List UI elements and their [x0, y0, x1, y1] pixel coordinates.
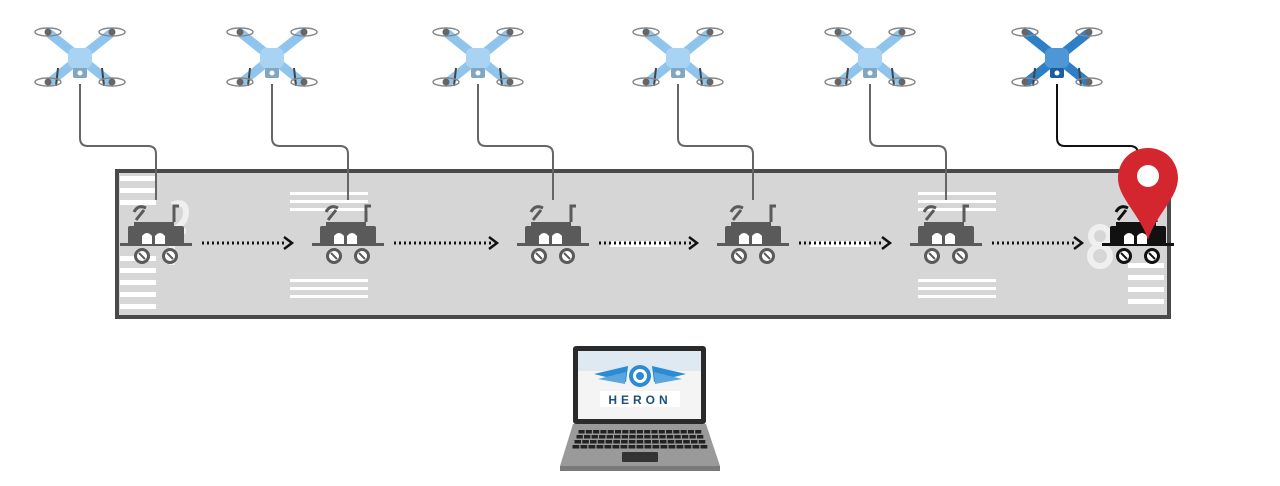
rover-robot-icon	[120, 204, 192, 264]
runway-threshold-right	[1128, 263, 1164, 304]
laptop-logo-text: HERON	[608, 393, 671, 407]
laptop-icon: HERON	[560, 346, 720, 471]
dotted-arrow-icon	[992, 236, 1085, 250]
drone-link-line	[869, 84, 947, 200]
rover-path-arrows	[202, 236, 1085, 250]
rover-robot-icon	[1102, 204, 1174, 264]
drone-link-line	[271, 84, 349, 200]
drone-link-line	[677, 84, 754, 200]
location-pin-icon	[1118, 148, 1178, 240]
quadcopter-drone-icon	[226, 27, 318, 87]
rover-robot-icon	[717, 204, 789, 264]
rover-robot-icon	[312, 204, 384, 264]
heron-logo	[594, 365, 686, 387]
dotted-arrow-icon	[202, 236, 295, 250]
laptop-keyboard	[572, 430, 708, 449]
quadcopter-drone-icon	[824, 27, 916, 87]
drone-link-line	[477, 84, 554, 200]
rover-robot-icon	[910, 204, 982, 264]
quadcopter-drone-icon	[1011, 27, 1103, 87]
quadcopter-drone-icon	[432, 27, 524, 87]
quadcopter-drone-icon	[632, 27, 724, 87]
dotted-arrow-icon	[599, 236, 700, 250]
runway	[115, 169, 1171, 319]
rover-robot-icon	[517, 204, 589, 264]
runway-number-right	[1087, 224, 1113, 269]
quadcopter-drone-icon	[34, 27, 126, 87]
dotted-arrow-icon	[394, 236, 500, 250]
drone-sequence	[34, 27, 1103, 87]
drone-link-line	[79, 84, 157, 200]
rover-sequence	[120, 204, 1174, 264]
dotted-arrow-icon	[799, 236, 893, 250]
